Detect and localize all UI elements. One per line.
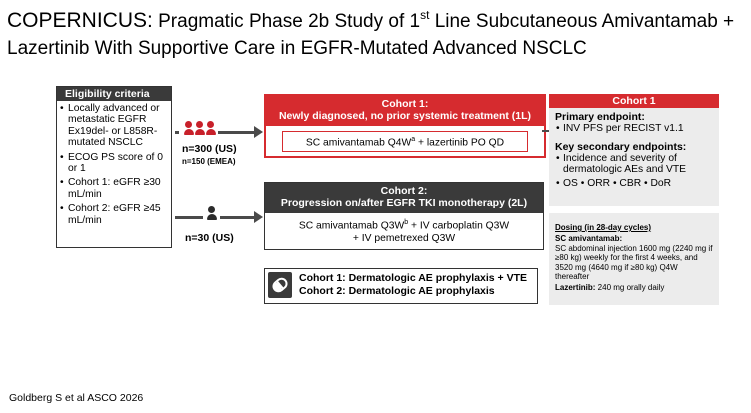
cohort-1-treatment-sup: a: [411, 136, 416, 143]
eligibility-item-4-text: Cohort 2: eGFR ≥45 mL/min: [68, 203, 161, 226]
dosing-panel: Dosing (in 28-day cycles) SC amivantamab…: [549, 213, 719, 305]
eligibility-item-1-text: Locally advanced or metastatic EGFR Ex19…: [68, 103, 160, 149]
population-1-n: n=300 (US): [182, 143, 237, 155]
title-text-1: Pragmatic Phase 2b Study of 1: [152, 11, 421, 32]
eligibility-item-1: Locally advanced or metastatic EGFR Ex19…: [60, 103, 168, 149]
population-2-n: n=30 (US): [185, 232, 234, 244]
cohort-1-box: Cohort 1: Newly diagnosed, no prior syst…: [264, 94, 546, 158]
endpoints-panel: Cohort 1 Primary endpoint: INV PFS per R…: [549, 94, 719, 206]
secondary-endpoint-item-1: Incidence and severity of dermatologic A…: [549, 153, 719, 176]
cohort-2-box: Cohort 2: Progression on/after EGFR TKI …: [264, 182, 544, 250]
cohort-1-treatment: SC amivantamab Q4Wa + lazertinib PO QD: [266, 131, 544, 153]
cohort-1-treatment-b: + lazertinib PO QD: [415, 137, 505, 149]
title-superscript: st: [420, 8, 430, 23]
cohort-1-subtitle: Newly diagnosed, no prior systemic treat…: [278, 110, 532, 122]
person-icon: [194, 121, 205, 135]
eligibility-item-4: Cohort 2: eGFR ≥45 mL/min: [60, 203, 168, 226]
pill-icon: [268, 272, 292, 298]
dosing-sc-label: SC amivantamab:: [555, 234, 623, 243]
secondary-endpoints-title: Key secondary endpoints:: [555, 140, 687, 153]
cohort-2-line-1-sup: b: [404, 219, 409, 226]
cohort-2-line-1-b: + IV carboplatin Q3W: [408, 220, 510, 232]
prophylaxis-line-1: Cohort 1: Dermatologic AE prophylaxis + …: [299, 272, 528, 284]
endpoints-header: Cohort 1: [549, 94, 719, 108]
dosing-lazertinib-label: Lazertinib:: [555, 282, 596, 292]
title-text-2: Line Subcutaneous Amivantamab + Lazertin…: [7, 11, 735, 59]
eligibility-item-3-text: Cohort 1: eGFR ≥30 mL/min: [68, 177, 161, 200]
cohort-2-line-1: SC amivantamab Q3Wb + IV carboplatin Q3W: [265, 217, 543, 233]
arrow-1-stub: [175, 131, 179, 134]
prophylaxis-line-2: Cohort 2: Dermatologic AE prophylaxis: [299, 285, 495, 297]
eligibility-box: Eligibility criteria Locally advanced or…: [56, 86, 172, 248]
arrow-2-line: [220, 216, 254, 219]
cohort-1-title: Cohort 1:: [381, 98, 429, 110]
slide-title: COPERNICUS: Pragmatic Phase 2b Study of …: [7, 8, 747, 62]
cohort-2-line-1-a: SC amivantamab Q3W: [298, 220, 405, 232]
eligibility-item-3: Cohort 1: eGFR ≥30 mL/min: [60, 177, 168, 200]
dosing-sc-text: SC abdominal injection 1600 mg (2240 mg …: [555, 243, 713, 282]
arrow-2-head: [254, 211, 263, 223]
dosing-title: Dosing (in 28-day cycles): [555, 223, 652, 232]
cohort-2-treatment: SC amivantamab Q3Wb + IV carboplatin Q3W…: [265, 217, 543, 245]
person-icon: [205, 121, 216, 135]
cohort-1-header: Cohort 1: Newly diagnosed, no prior syst…: [266, 96, 544, 126]
cohort-2-subtitle: Progression on/after EGFR TKI monotherap…: [280, 197, 528, 209]
cohort-2-header: Cohort 2: Progression on/after EGFR TKI …: [265, 183, 543, 213]
cohort-2-title: Cohort 2:: [380, 185, 428, 197]
primary-endpoint-item: INV PFS per RECIST v1.1: [549, 123, 719, 135]
cohort-2-line-2: + IV pemetrexed Q3W: [352, 232, 456, 244]
primary-endpoint-title: Primary endpoint:: [555, 111, 645, 123]
person-icon: [206, 206, 217, 220]
prophylaxis-text: Cohort 1: Dermatologic AE prophylaxis + …: [299, 272, 527, 298]
person-icon: [183, 121, 194, 135]
arrow-1-line: [218, 131, 254, 134]
dosing-lazertinib: Lazertinib: 240 mg orally daily: [549, 282, 719, 293]
eligibility-header: Eligibility criteria: [57, 87, 171, 101]
arrow-1-head: [254, 126, 263, 138]
citation: Goldberg S et al ASCO 2026: [9, 392, 144, 404]
cohort-1-connector: [542, 130, 549, 132]
title-study-name: COPERNICUS:: [7, 9, 153, 32]
secondary-endpoint-item-2: OS • ORR • CBR • DoR: [549, 178, 719, 190]
eligibility-item-2: ECOG PS score of 0 or 1: [60, 152, 168, 175]
cohort-1-treatment-a: SC amivantamab Q4W: [305, 137, 412, 149]
population-1-sub: n=150 (EMEA): [182, 157, 236, 166]
single-person-icon: [206, 206, 217, 220]
prophylaxis-box: Cohort 1: Dermatologic AE prophylaxis + …: [264, 268, 538, 304]
arrow-2-stub: [175, 216, 203, 219]
eligibility-list: Locally advanced or metastatic EGFR Ex19…: [57, 101, 171, 226]
group-people-icon: [183, 121, 216, 135]
eligibility-item-2-text: ECOG PS score of 0 or 1: [68, 151, 163, 175]
dosing-lazertinib-text: 240 mg orally daily: [595, 282, 665, 292]
